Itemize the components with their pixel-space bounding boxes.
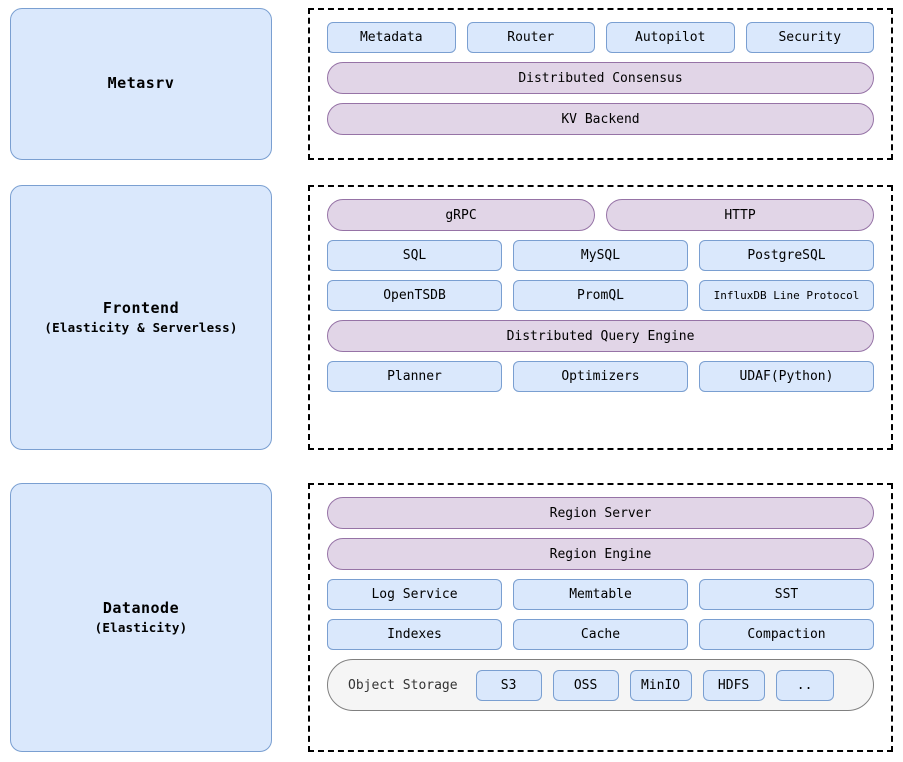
frontend-protocol-http[interactable]: HTTP (606, 199, 874, 231)
frontend-engine-parts-row: Planner Optimizers UDAF(Python) (327, 361, 874, 392)
frontend-interface-promql[interactable]: PromQL (513, 280, 688, 311)
component-panel-metasrv: Metasrv (10, 8, 272, 160)
component-title-frontend: Frontend (102, 298, 180, 317)
storage-backend-minio[interactable]: MinIO (629, 669, 692, 701)
component-subtitle-datanode: (Elasticity) (94, 620, 188, 636)
datanode-modules-row-1: Log Service Memtable SST (327, 579, 874, 610)
datanode-module-compaction[interactable]: Compaction (699, 619, 874, 650)
metasrv-service-autopilot[interactable]: Autopilot (606, 22, 735, 53)
metasrv-bar-distributed-consensus[interactable]: Distributed Consensus (327, 62, 874, 94)
datanode-object-storage-row: Object Storage S3 OSS MinIO HDFS .. (327, 659, 874, 711)
datanode-bar-region-engine[interactable]: Region Engine (327, 538, 874, 570)
datanode-region-server-row: Region Server (327, 497, 874, 529)
datanode-module-cache[interactable]: Cache (513, 619, 688, 650)
frontend-interface-postgresql[interactable]: PostgreSQL (699, 240, 874, 271)
component-panel-datanode: Datanode (Elasticity) (10, 483, 272, 752)
frontend-query-engine-row: Distributed Query Engine (327, 320, 874, 352)
storage-backend-oss[interactable]: OSS (552, 669, 619, 701)
group-metasrv: Metadata Router Autopilot Security Distr… (308, 8, 893, 160)
datanode-region-engine-row: Region Engine (327, 538, 874, 570)
component-title-metasrv: Metasrv (107, 74, 175, 93)
frontend-interfaces-row-2: OpenTSDB PromQL InfluxDB Line Protocol (327, 280, 874, 311)
storage-backend-more[interactable]: .. (775, 669, 834, 701)
frontend-engine-optimizers[interactable]: Optimizers (513, 361, 688, 392)
metasrv-service-router[interactable]: Router (466, 22, 595, 53)
group-frontend: gRPC HTTP SQL MySQL PostgreSQL OpenTSDB … (308, 185, 893, 450)
frontend-interface-opentsdb[interactable]: OpenTSDB (327, 280, 502, 311)
frontend-bar-distributed-query-engine[interactable]: Distributed Query Engine (327, 320, 874, 352)
metasrv-consensus-row: Distributed Consensus (327, 62, 874, 94)
frontend-engine-udaf-python[interactable]: UDAF(Python) (699, 361, 874, 392)
object-storage-label: Object Storage (348, 677, 458, 693)
frontend-engine-planner[interactable]: Planner (327, 361, 502, 392)
datanode-module-log-service[interactable]: Log Service (327, 579, 502, 610)
datanode-module-sst[interactable]: SST (699, 579, 874, 610)
datanode-modules-row-2: Indexes Cache Compaction (327, 619, 874, 650)
frontend-protocols-row: gRPC HTTP (327, 199, 874, 231)
component-title-datanode: Datanode (102, 598, 180, 617)
frontend-interfaces-row-1: SQL MySQL PostgreSQL (327, 240, 874, 271)
metasrv-bar-kv-backend[interactable]: KV Backend (327, 103, 874, 135)
frontend-interface-influxdb-line-protocol[interactable]: InfluxDB Line Protocol (699, 280, 874, 311)
frontend-interface-mysql[interactable]: MySQL (513, 240, 688, 271)
frontend-interface-sql[interactable]: SQL (327, 240, 502, 271)
group-datanode: Region Server Region Engine Log Service … (308, 483, 893, 752)
metasrv-service-metadata[interactable]: Metadata (327, 22, 456, 53)
datanode-module-memtable[interactable]: Memtable (513, 579, 688, 610)
storage-backend-s3[interactable]: S3 (475, 669, 542, 701)
frontend-protocol-grpc[interactable]: gRPC (327, 199, 595, 231)
datanode-module-indexes[interactable]: Indexes (327, 619, 502, 650)
metasrv-services-row: Metadata Router Autopilot Security (327, 22, 874, 53)
metasrv-service-security[interactable]: Security (745, 22, 874, 53)
metasrv-kv-row: KV Backend (327, 103, 874, 135)
component-subtitle-frontend: (Elasticity & Serverless) (44, 320, 238, 336)
storage-backend-hdfs[interactable]: HDFS (702, 669, 765, 701)
object-storage-shelf: Object Storage S3 OSS MinIO HDFS .. (327, 659, 874, 711)
datanode-bar-region-server[interactable]: Region Server (327, 497, 874, 529)
component-panel-frontend: Frontend (Elasticity & Serverless) (10, 185, 272, 450)
